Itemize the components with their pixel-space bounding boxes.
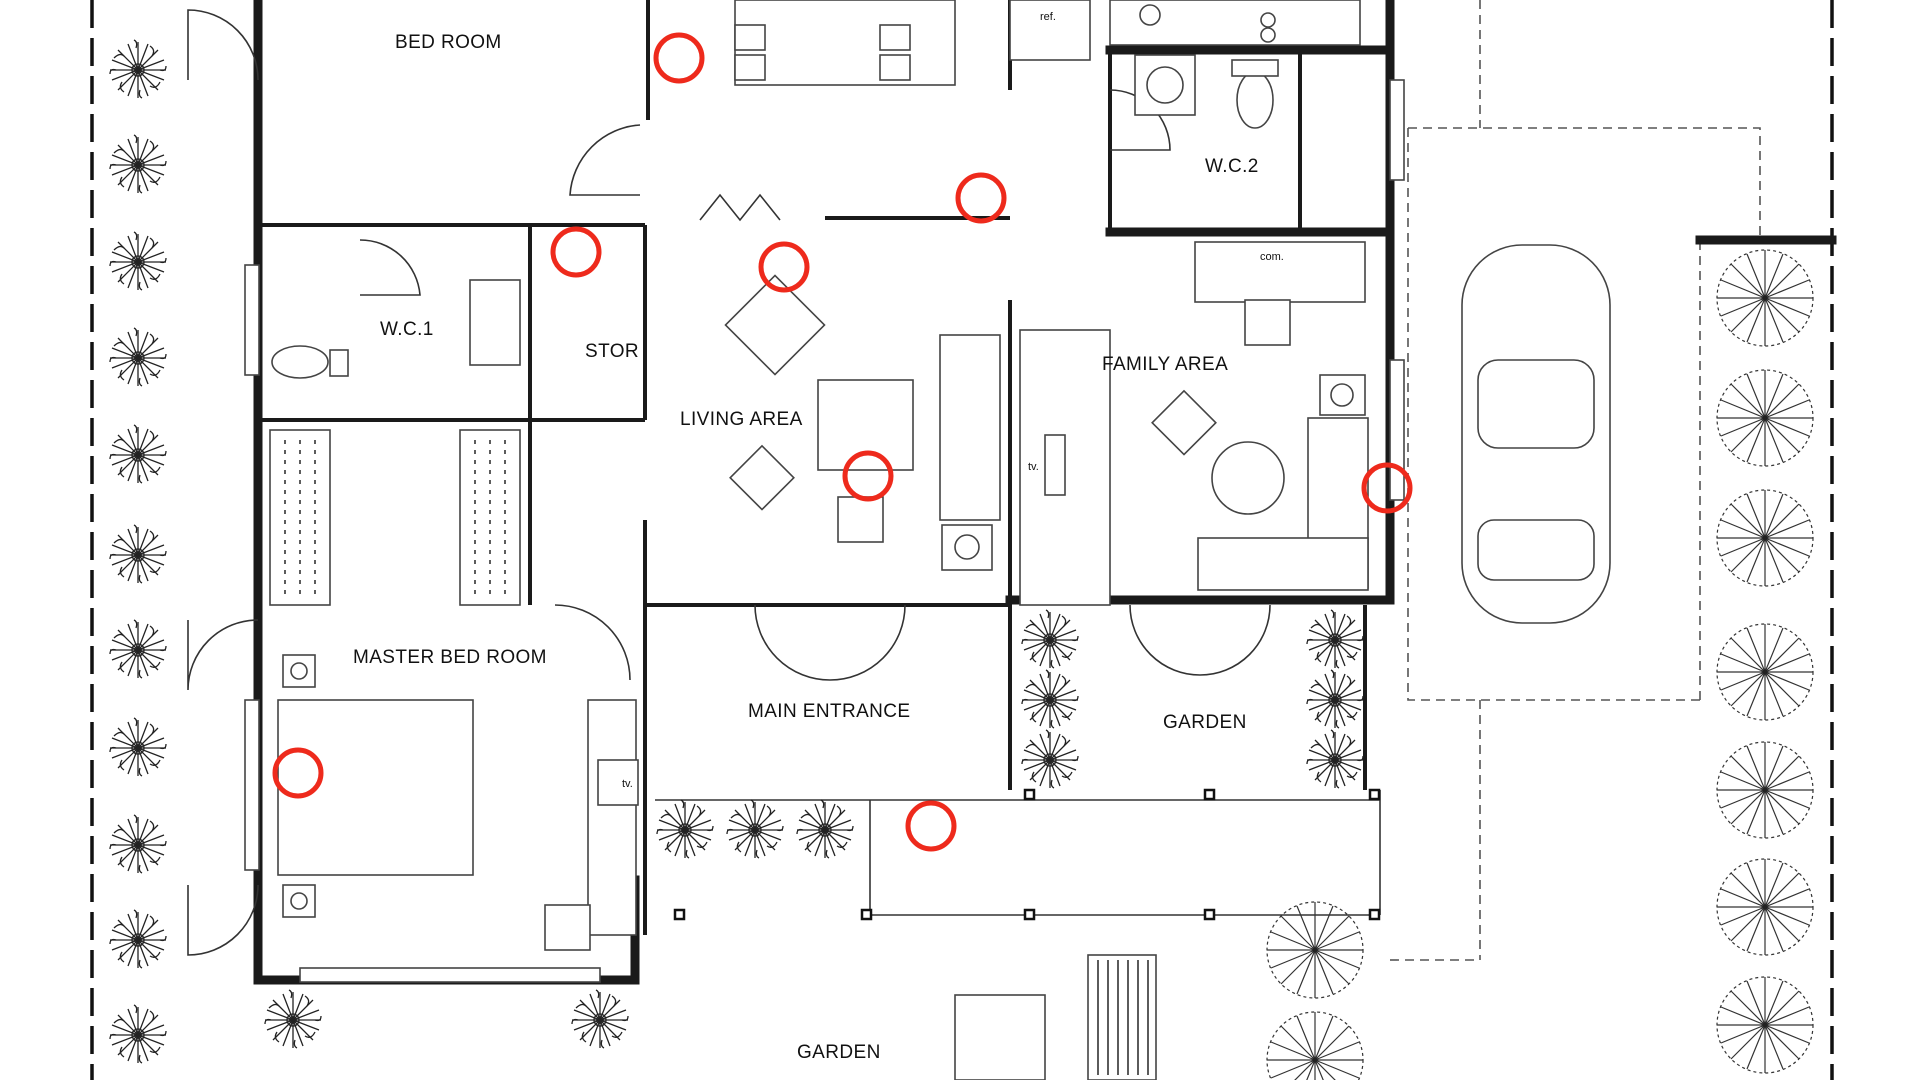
room-label-living-area: LIVING AREA [680,409,803,430]
tv-living-label: tv. [1028,461,1039,473]
interior-walls [258,0,1392,935]
marker-group [272,32,1413,852]
marker-1[interactable] [653,32,705,84]
marker-2[interactable] [955,172,1007,224]
shrub-row-left [109,39,167,1064]
wc2-fixtures [1134,54,1279,129]
car-outline [1461,244,1611,624]
master-bedroom-furniture [277,654,639,951]
ref-label: ref. [1040,11,1056,23]
marker-6[interactable] [1361,462,1413,514]
windows [244,79,1405,983]
kitchen-fixtures [734,0,1361,86]
marker-8[interactable] [905,800,957,852]
room-label-wc2: W.C.2 [1205,156,1259,177]
terrace-posts [655,788,1381,921]
tv-master-label: tv. [622,778,633,790]
wc1-fixtures [271,279,521,379]
living-furniture [724,274,1111,606]
room-label-family-area: FAMILY AREA [1102,354,1228,375]
room-label-stor: STOR [585,341,639,362]
marker-5[interactable] [842,450,894,502]
front-garden-furniture [954,954,1157,1080]
room-label-garden-inner: GARDEN [1163,712,1247,733]
marker-3[interactable] [550,226,602,278]
marker-4[interactable] [758,241,810,293]
wardrobes [269,429,521,606]
room-label-garden-front: GARDEN [797,1042,881,1063]
door-swings [187,9,1271,956]
family-furniture [1151,241,1369,591]
room-label-main-entrance: MAIN ENTRANCE [748,701,911,722]
room-label-master-bed-room: MASTER BED ROOM [353,647,547,668]
room-label-bed-room: BED ROOM [395,32,502,53]
carport-outline [1390,0,1761,961]
marker-7[interactable] [272,747,324,799]
com-label: com. [1260,251,1284,263]
room-label-wc1: W.C.1 [380,319,434,340]
